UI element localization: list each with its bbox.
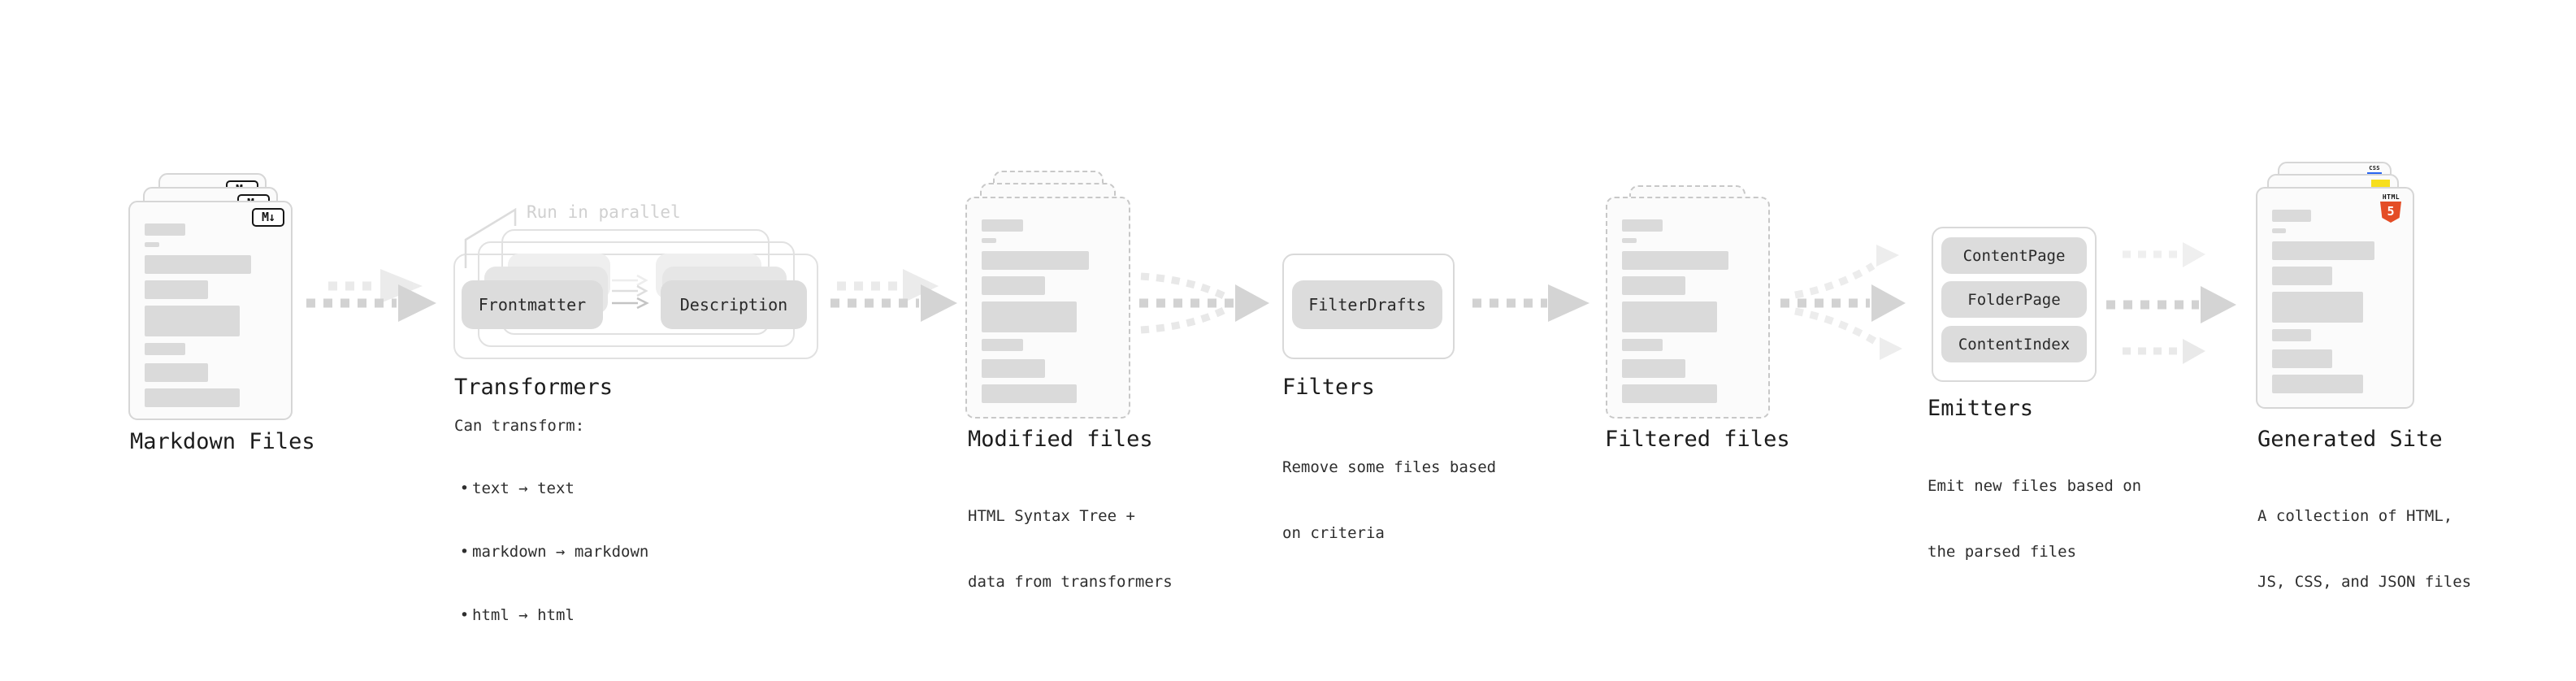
placeholder-bar — [982, 301, 1078, 332]
placeholder-bar — [145, 306, 240, 336]
bullet-text: text → text — [472, 479, 575, 497]
transformers-subtitle: Can transform: — [454, 417, 585, 435]
placeholder-bar — [982, 219, 1023, 232]
emitter-content-page-pill: ContentPage — [1941, 237, 2087, 274]
placeholder-bar — [145, 255, 252, 274]
bullet-text: markdown → markdown — [472, 543, 649, 561]
html5-label: HTML — [2382, 193, 2400, 201]
bullet-icon: • — [459, 543, 470, 561]
modified-files-title: Modified files — [968, 427, 1153, 452]
emitters-title: Emitters — [1928, 396, 2034, 421]
run-in-parallel-label: Run in parallel — [527, 202, 681, 222]
generated-site-subtitle: A collection of HTML, JS, CSS, and JSON … — [2257, 462, 2471, 637]
markdown-files-title: Markdown Files — [130, 429, 315, 454]
dashed-arrow-icon — [1472, 284, 1589, 322]
subtitle-line: on criteria — [1282, 524, 1385, 542]
dashed-arrow-icon — [2123, 242, 2205, 267]
placeholder-bar — [982, 238, 996, 243]
placeholder-bar — [1622, 251, 1729, 270]
transformers-bullet-list: • text → text • markdown → markdown • ht… — [457, 436, 649, 668]
subtitle-line: JS, CSS, and JSON files — [2257, 573, 2472, 591]
emitters-subtitle: Emit new files based on the parsed files — [1928, 432, 2141, 607]
placeholder-bar — [982, 251, 1090, 270]
css-underline — [2367, 172, 2382, 175]
emitter-content-index-pill: ContentIndex — [1941, 326, 2087, 362]
file-content-placeholder — [1622, 198, 1754, 417]
dashed-arrow-icon — [2106, 286, 2236, 323]
callout-leader-line — [464, 207, 517, 268]
placeholder-bar — [2272, 349, 2333, 368]
placeholder-bar — [982, 276, 1046, 295]
file-card-front: M↓ — [128, 201, 293, 420]
placeholder-bar — [145, 343, 186, 355]
emitter-folder-page-pill: FolderPage — [1941, 281, 2087, 318]
file-content-placeholder — [145, 202, 276, 419]
placeholder-bar — [1622, 238, 1637, 243]
subtitle-line: Emit new files based on — [1928, 477, 2142, 495]
transformers-title: Transformers — [454, 375, 614, 400]
file-card-front: HTML 5 — [2256, 187, 2414, 409]
placeholder-bar — [2272, 375, 2363, 393]
placeholder-bar — [145, 242, 159, 247]
generated-site-title: Generated Site — [2257, 427, 2443, 452]
bullet-item: • text → text — [457, 478, 648, 499]
transformer-group-front — [453, 254, 818, 359]
placeholder-bar — [1622, 219, 1663, 232]
placeholder-bar — [1622, 276, 1685, 295]
file-content-placeholder — [982, 198, 1114, 417]
transformer-frontmatter-pill: Frontmatter — [462, 280, 603, 329]
placeholder-bar — [145, 363, 208, 382]
modified-files-subtitle: HTML Syntax Tree + data from transformer… — [968, 462, 1173, 637]
file-card-front — [1606, 197, 1770, 419]
placeholder-bar — [982, 359, 1046, 378]
placeholder-bar — [982, 339, 1023, 351]
subtitle-line: the parsed files — [1928, 543, 2077, 561]
split-arrow-icon — [1780, 245, 1906, 360]
css-icon: CSS — [2367, 166, 2382, 175]
dashed-arrow-icon — [306, 269, 436, 322]
filters-title: Filters — [1282, 375, 1375, 400]
placeholder-bar — [2272, 292, 2363, 323]
transformer-description-pill: Description — [661, 280, 807, 329]
placeholder-bar — [1622, 384, 1717, 403]
filter-drafts-pill: FilterDrafts — [1292, 280, 1442, 329]
bullet-text: html → html — [472, 606, 575, 624]
subtitle-line: A collection of HTML, — [2257, 507, 2453, 525]
placeholder-bar — [145, 280, 208, 299]
placeholder-bar — [982, 384, 1078, 403]
subtitle-line: HTML Syntax Tree + — [968, 507, 1135, 525]
bullet-item: • html → html — [457, 605, 648, 626]
dashed-arrow-icon — [2123, 339, 2205, 364]
subtitle-line: Remove some files based — [1282, 458, 1497, 476]
bullet-item: • markdown → markdown — [457, 541, 649, 562]
placeholder-bar — [1622, 359, 1685, 378]
html5-icon: HTML 5 — [2380, 194, 2402, 223]
parallel-arrows-icon — [612, 274, 649, 310]
filters-subtitle: Remove some files based on criteria — [1282, 413, 1496, 588]
bullet-icon: • — [459, 606, 470, 624]
bullet-icon: • — [459, 479, 470, 497]
placeholder-bar — [2272, 241, 2374, 260]
css-label: CSS — [2369, 165, 2380, 171]
placeholder-bar — [1622, 301, 1717, 332]
placeholder-bar — [2272, 267, 2333, 285]
placeholder-bar — [2272, 329, 2312, 341]
placeholder-bar — [2272, 228, 2287, 233]
merge-arrow-icon — [1139, 272, 1269, 334]
placeholder-bar — [145, 388, 240, 407]
markdown-icon: M↓ — [252, 208, 284, 227]
dashed-arrow-icon — [830, 269, 957, 322]
subtitle-line: data from transformers — [968, 573, 1173, 591]
placeholder-bar — [1622, 339, 1663, 351]
filtered-files-title: Filtered files — [1605, 427, 1790, 452]
file-card-front — [965, 197, 1130, 419]
file-content-placeholder — [2272, 189, 2398, 407]
placeholder-bar — [2272, 210, 2312, 222]
placeholder-bar — [145, 223, 186, 236]
